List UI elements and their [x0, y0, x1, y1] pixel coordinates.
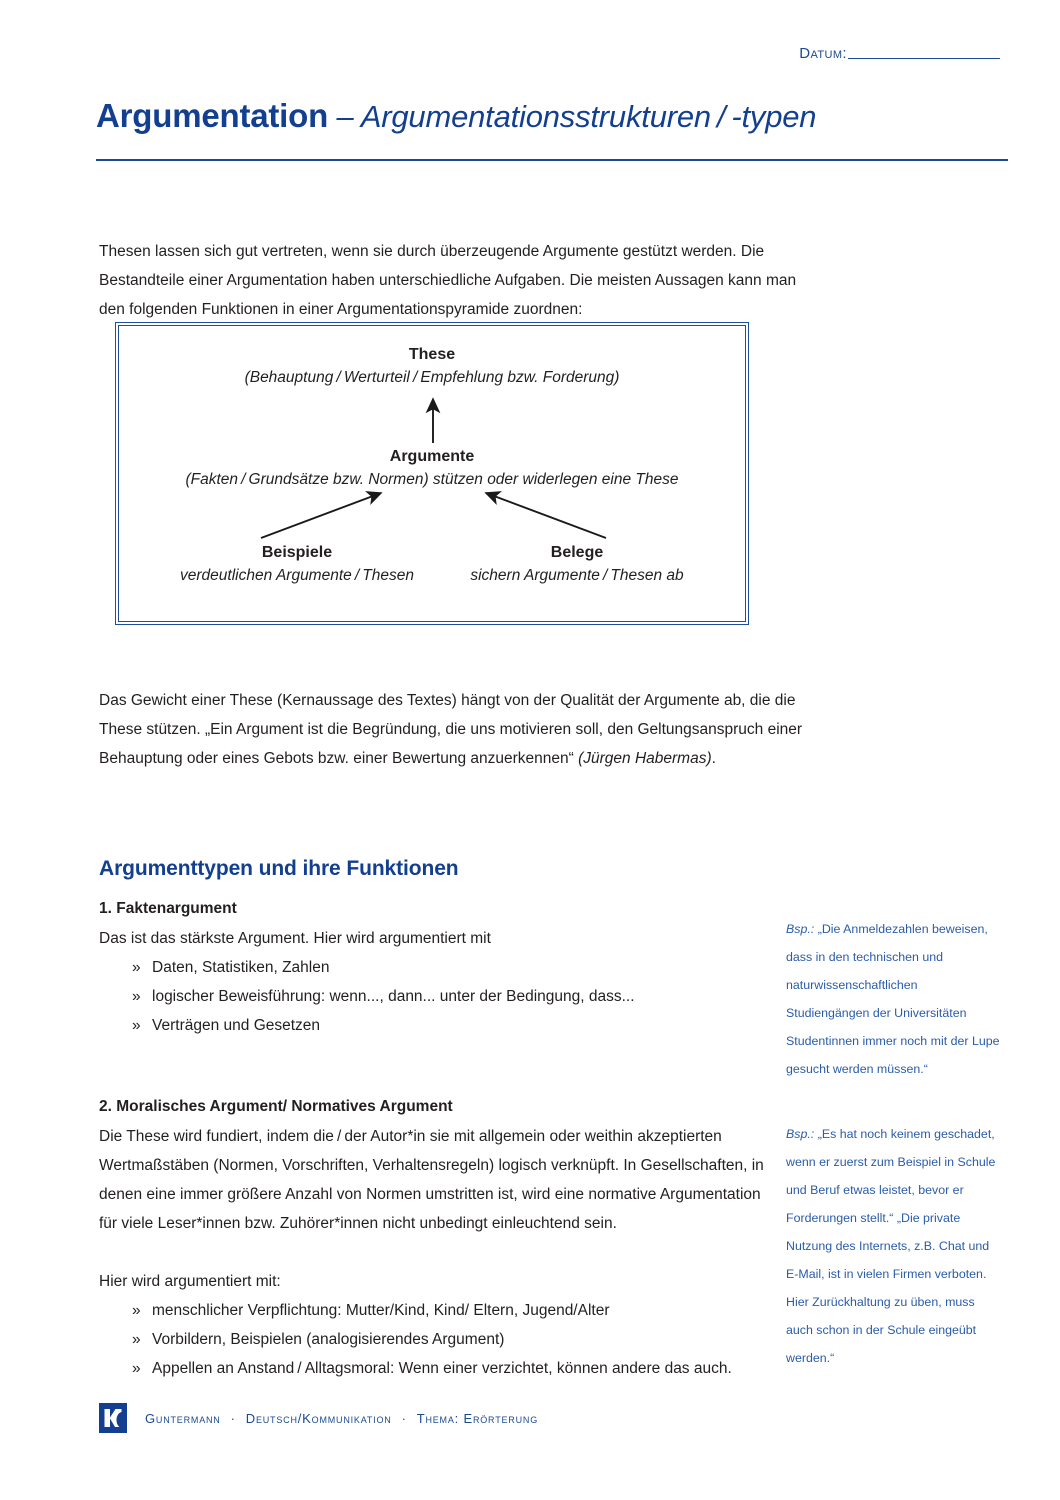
list-item-label: logischer Beweisführung: wenn..., dann..…	[152, 988, 635, 1005]
argument-type-1-list: » Daten, Statistiken, Zahlen » logischer B…	[99, 953, 759, 1040]
footer-separator: ·	[230, 1410, 236, 1426]
argument-type-1: 1. Faktenargument Das ist das stärkste A…	[99, 896, 759, 1040]
guillemet-icon: »	[132, 1360, 141, 1377]
argument-type-2: 2. Moralisches Argument/ Normatives Argu…	[99, 1094, 769, 1383]
argument-type-2-lead: Die These wird fundiert, indem die / der…	[99, 1128, 764, 1232]
habermas-citation: (Jürgen Habermas)	[578, 749, 712, 767]
paragraph-spacer	[99, 1238, 769, 1267]
argument-type-1-lead: Das ist das stärkste Argument. Hier wird…	[99, 930, 491, 947]
habermas-paragraph-text: Das Gewicht einer These (Kernaussage des…	[99, 691, 803, 767]
margin-note-1-text: „Die Anmeldezahlen beweisen, dass in den…	[786, 922, 1000, 1076]
intro-paragraph: Thesen lassen sich gut vertreten, wenn s…	[99, 242, 797, 318]
title-divider	[96, 159, 1008, 161]
guillemet-icon: »	[132, 959, 141, 976]
diagram-these-title: These	[408, 346, 456, 363]
argument-type-2-lead2: Hier wird argumentiert mit:	[99, 1273, 281, 1290]
guillemet-icon: »	[132, 1017, 141, 1034]
list-item: » Appellen an Anstand / Alltagsmoral: Wen…	[99, 1354, 769, 1383]
diagram-belege-title: Belege	[550, 544, 604, 561]
list-item: » logischer Beweisführung: wenn..., dann.…	[99, 982, 759, 1011]
datum-field: Datum:	[799, 46, 1000, 61]
section-heading-argumenttypen: Argumenttypen und ihre Funktionen	[99, 857, 459, 881]
page-title: Argumentation – Argumentationsstrukturen…	[96, 97, 1008, 134]
list-item-label: menschlicher Verpflichtung: Mutter/Kind,…	[152, 1302, 610, 1319]
list-item-label: Appellen an Anstand / Alltagsmoral: Wenn…	[152, 1360, 732, 1377]
diagram-argumente-subtitle: (Fakten / Grundsätze bzw. Normen) stütze…	[185, 471, 679, 488]
habermas-paragraph-end: .	[711, 749, 716, 767]
diagram-node-these: These (Behauptung / Werturteil / Empfehl…	[119, 344, 745, 390]
margin-note-example-2: Bsp.: „Es hat noch keinem geschadet, wen…	[786, 1120, 1002, 1372]
list-item: » menschlicher Verpflichtung: Mutter/Kind…	[99, 1296, 769, 1325]
footer-separator: ·	[401, 1410, 407, 1426]
margin-note-1-label: Bsp.:	[786, 922, 815, 936]
guillemet-icon: »	[132, 1302, 141, 1319]
guillemet-icon: »	[132, 1331, 141, 1348]
habermas-paragraph: Das Gewicht einer These (Kernaussage des…	[99, 686, 811, 773]
argument-type-1-heading: 1. Faktenargument	[99, 900, 237, 917]
list-item: » Daten, Statistiken, Zahlen	[99, 953, 759, 982]
diagram-beispiele-title: Beispiele	[261, 544, 333, 561]
diagram-these-subtitle: (Behauptung / Werturteil / Empfehlung bz…	[244, 369, 620, 386]
argument-type-2-heading: 2. Moralisches Argument/ Normatives Argu…	[99, 1098, 453, 1115]
diagram-node-argumente: Argumente (Fakten / Grundsätze bzw. Norm…	[119, 446, 745, 492]
list-item: » Verträgen und Gesetzen	[99, 1011, 759, 1040]
footer-text: Guntermann · Deutsch/Kommunikation · Thema: …	[145, 1411, 538, 1426]
diagram-node-beispiele: Beispiele verdeutlichen Argumente / Thes…	[157, 542, 437, 588]
datum-label: Datum:	[799, 45, 847, 62]
page-footer: Guntermann · Deutsch/Kommunikation · Thema: …	[99, 1403, 538, 1433]
list-item: » Vorbildern, Beispielen (analogisierende…	[99, 1325, 769, 1354]
margin-note-example-1: Bsp.: „Die Anmeldezahlen beweisen, dass …	[786, 915, 1002, 1083]
argumentation-pyramid-diagram: These (Behauptung / Werturteil / Empfehl…	[115, 322, 749, 625]
diagram-node-belege: Belege sichern Argumente / Thesen ab	[437, 542, 717, 588]
list-item-label: Vorbildern, Beispielen (analogisierendes…	[152, 1331, 505, 1348]
diagram-argumente-title: Argumente	[389, 448, 475, 465]
list-item-label: Verträgen und Gesetzen	[152, 1017, 321, 1034]
footer-subject: Deutsch/Kommunikation	[245, 1410, 392, 1426]
footer-topic: Thema: Erörterung	[416, 1410, 538, 1426]
margin-note-2-label: Bsp.:	[786, 1127, 815, 1141]
page-title-subtitle: – Argumentationsstrukturen / -typen	[328, 99, 817, 134]
list-item-label: Daten, Statistiken, Zahlen	[152, 959, 330, 976]
guntermann-logo-icon	[99, 1403, 127, 1433]
guillemet-icon: »	[132, 988, 141, 1005]
page-title-main: Argumentation	[96, 97, 329, 134]
datum-write-line	[848, 58, 1000, 59]
margin-note-2-text: „Es hat noch keinem geschadet, wenn er z…	[786, 1127, 996, 1365]
diagram-belege-subtitle: sichern Argumente / Thesen ab	[470, 567, 684, 584]
footer-publisher: Guntermann	[145, 1410, 221, 1426]
argument-type-2-list: » menschlicher Verpflichtung: Mutter/Kind…	[99, 1296, 769, 1383]
diagram-beispiele-subtitle: verdeutlichen Argumente / Thesen	[180, 567, 414, 584]
